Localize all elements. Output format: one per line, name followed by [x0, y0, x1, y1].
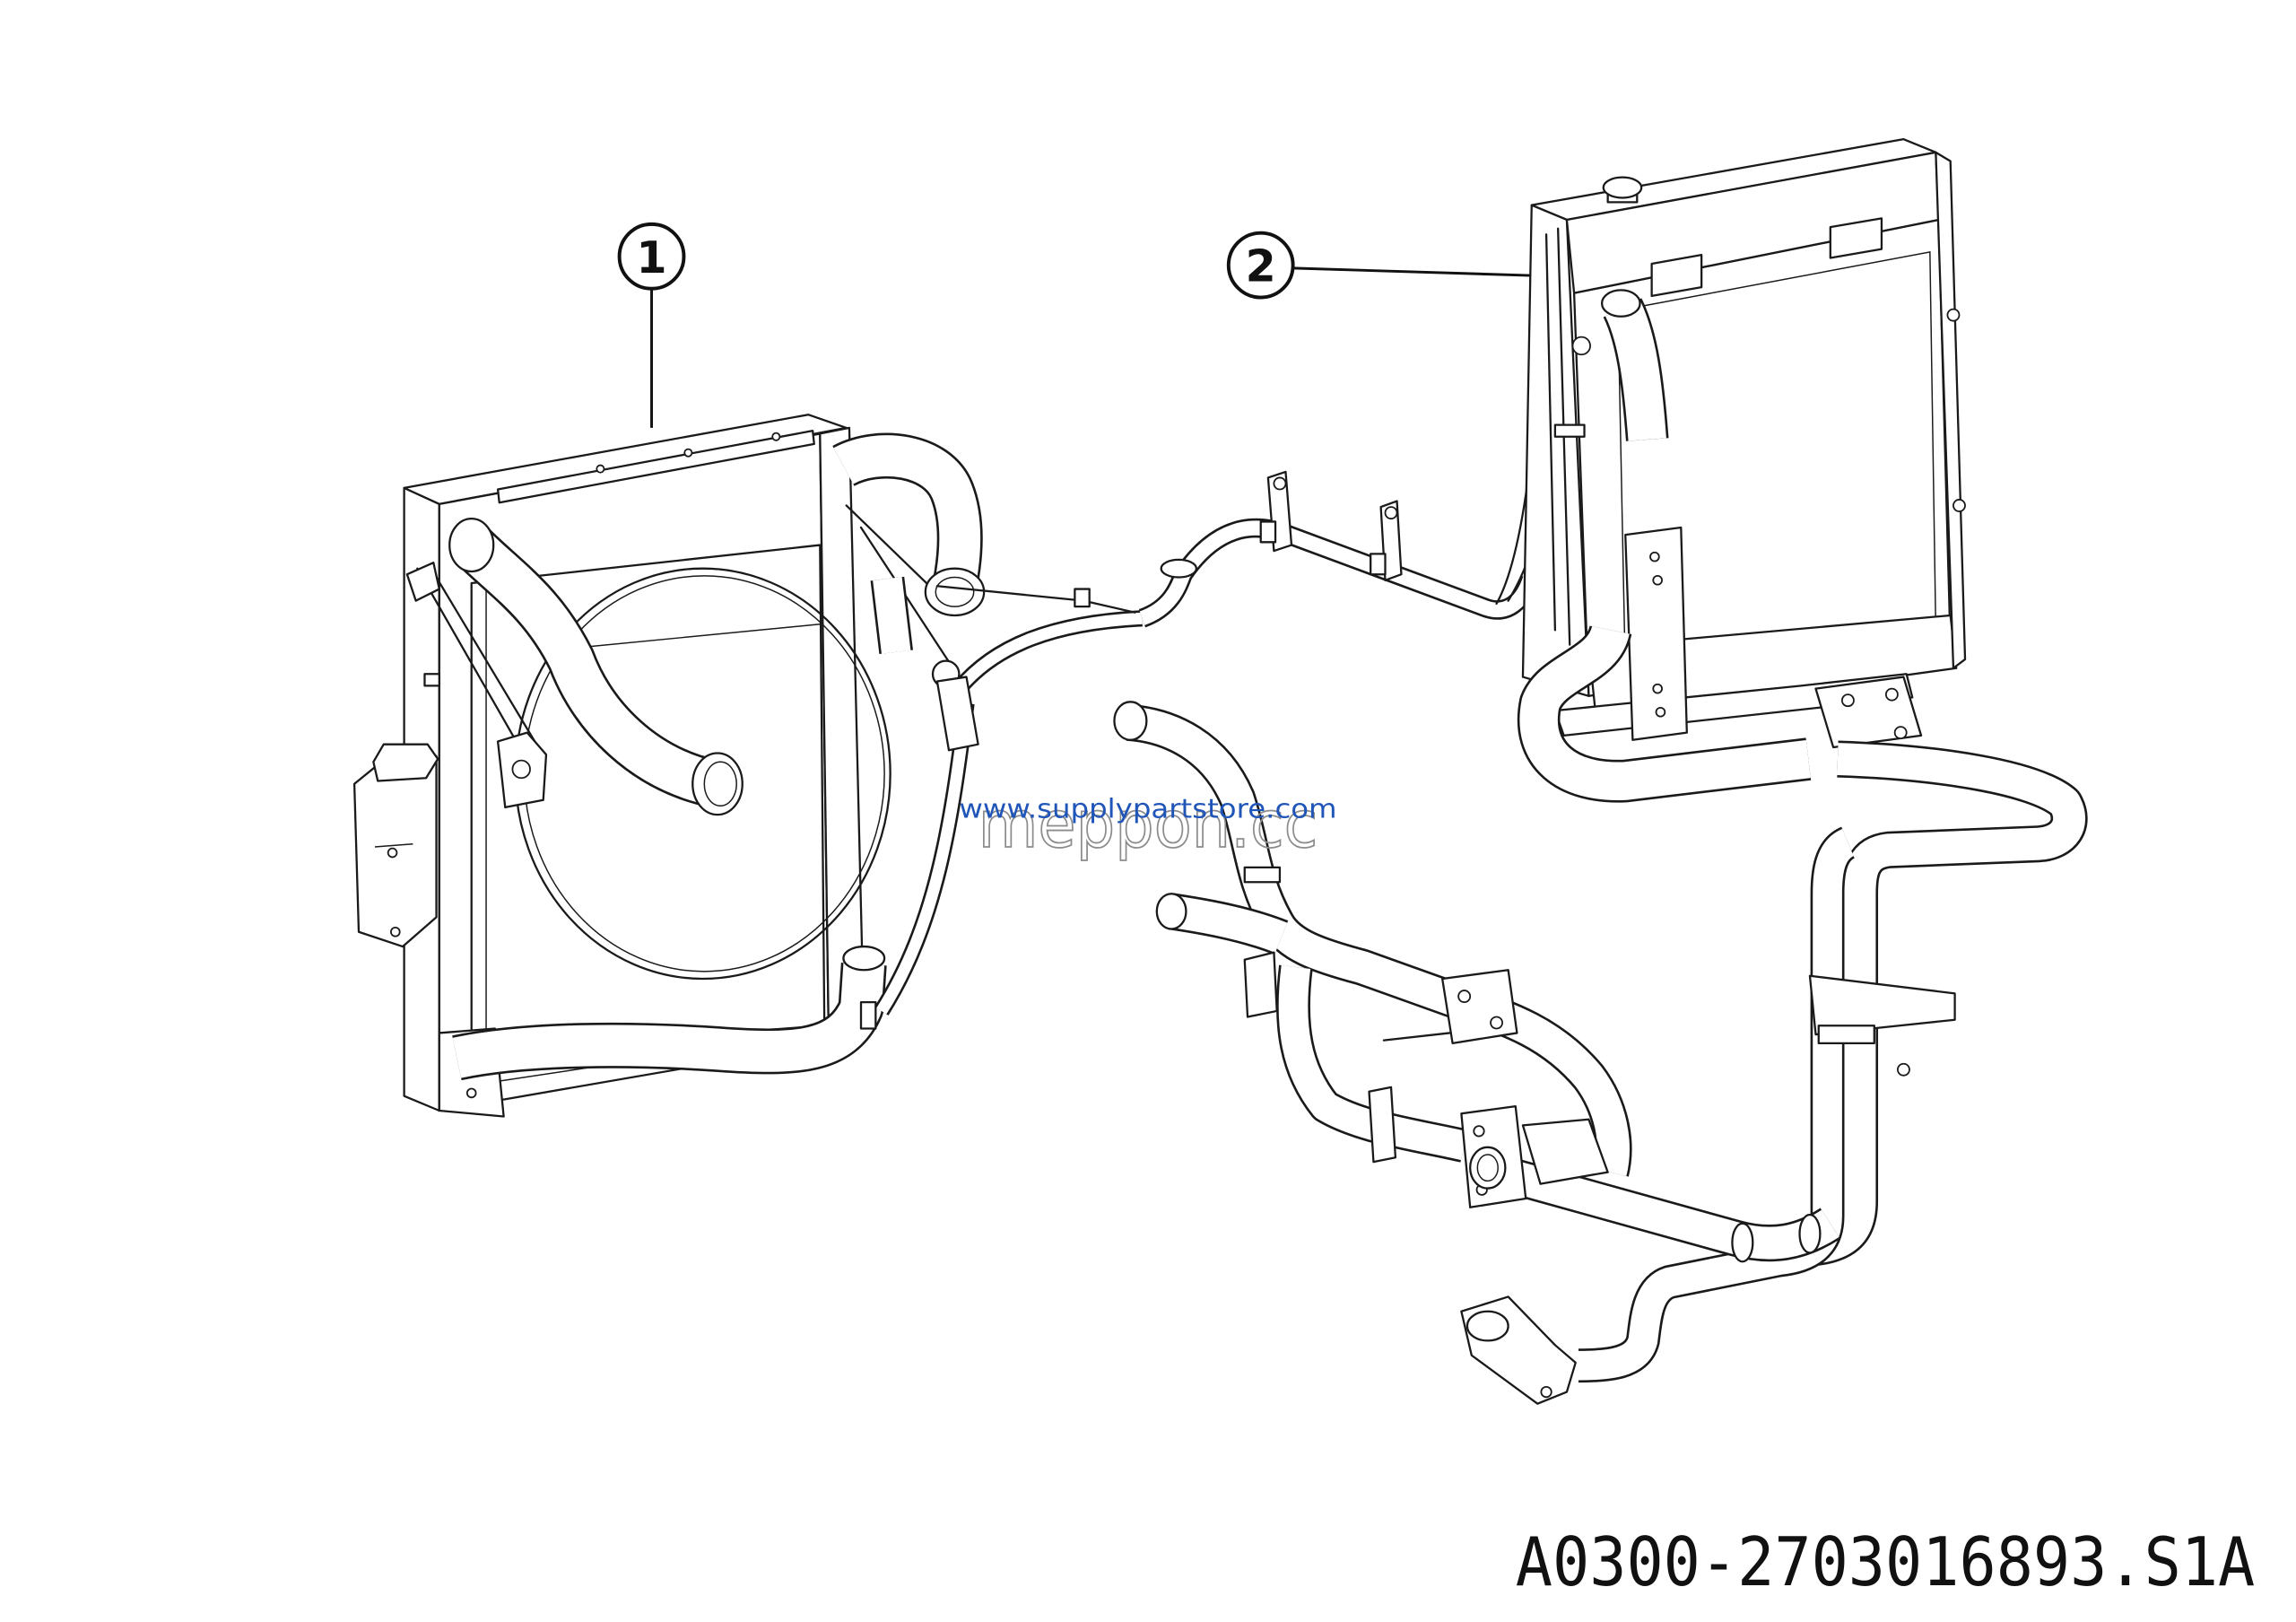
lower-radiator-hose: [452, 963, 885, 1078]
mount-block: [1441, 969, 1518, 1045]
pump-outlet-bore: [1476, 1154, 1499, 1182]
lower-hose-clamp: [859, 1000, 877, 1030]
support-rod: [416, 567, 523, 752]
support-rod: [845, 504, 939, 595]
top-right-hose-end: [924, 567, 986, 617]
flange-bolt: [1884, 687, 1899, 702]
mount-bracket: [1243, 951, 1278, 1018]
flange-bolt: [1473, 1125, 1485, 1138]
vent-line: [954, 612, 1143, 693]
mount-plate-line: [374, 843, 413, 848]
pipe-clamp: [1259, 520, 1277, 544]
cable-clamp: [1553, 423, 1586, 438]
upper-radiator-hose: [456, 529, 720, 806]
branch-pipe: [1278, 964, 1468, 1161]
watermark-meppon: meppon.cc: [978, 787, 1318, 862]
pipe-bracket-bolt: [1384, 506, 1398, 520]
vent-line-clip: [1074, 588, 1091, 608]
watermark-supplypartstore: www.supplypartstore.com: [959, 793, 1336, 824]
heater-return-pipe: [1467, 1149, 1839, 1260]
pipe-coupling: [1798, 1213, 1822, 1254]
flange-bolt: [1893, 726, 1908, 740]
hose-outlet-bore: [703, 761, 737, 807]
bypass-pipe: [1126, 706, 1630, 1176]
bottom-bracket-bolt: [465, 1087, 477, 1099]
rod-bracket: [405, 562, 440, 602]
mount-rod: [1382, 1032, 1451, 1042]
lower-hose-end: [842, 945, 886, 972]
callout-2-label: 2: [1246, 241, 1276, 292]
center-bracket-bolt: [511, 759, 531, 780]
front-filler-hose: [1605, 299, 1666, 441]
support-bolt: [1897, 1062, 1910, 1077]
top-rail-bolt: [596, 464, 605, 474]
cable-clip: [1571, 336, 1591, 356]
return-pipe-lower: [1578, 829, 1856, 1381]
housing-bolt: [1540, 1385, 1552, 1399]
callout-1-circle: [617, 222, 686, 291]
bleed-pipe: [1139, 520, 1537, 625]
connecting-coolant-line: [1138, 218, 1565, 628]
overflow-line: [876, 702, 973, 1015]
top-tank-tab: [1650, 254, 1703, 298]
callout-1: 1: [617, 222, 686, 428]
top-right-hose: [833, 435, 981, 590]
bracket-bolt: [1655, 706, 1666, 718]
clamp-bracket: [1368, 1086, 1397, 1164]
filler-hose-end: [1600, 289, 1641, 318]
lower-outlet-hose: [1519, 624, 1811, 800]
pipe-clamp: [1370, 553, 1387, 576]
radiator-cap: [1602, 176, 1643, 199]
right-side-rail: [1935, 151, 1967, 669]
side-label-plate: [423, 673, 440, 687]
bracket-bolt: [1649, 551, 1660, 562]
hose-inlet-cap: [448, 518, 495, 573]
pipe-coupling: [1731, 1222, 1754, 1263]
flange-bolt: [1840, 693, 1855, 708]
drawing-code: A0300-2703016893.S1A: [1516, 1522, 2255, 1601]
mount-bolt: [387, 847, 398, 859]
top-rail-bolt: [683, 448, 693, 458]
top-tank-tab: [1829, 217, 1883, 259]
inlet-stub-pipe: [1169, 895, 1288, 954]
radiator-assembly-2: [1517, 138, 1967, 803]
coolant-pipe-network: [1113, 701, 2088, 1405]
vertical-bracket-plate: [1624, 526, 1688, 741]
return-pipe-upper: [1806, 743, 2085, 1265]
top-rail-bolt: [771, 432, 781, 441]
callout-2-leader: [1292, 266, 1531, 277]
bypass-pipe-end: [1113, 701, 1148, 741]
bleed-pipe-grommet: [1160, 558, 1198, 579]
side-cable: [1544, 233, 1557, 632]
pump-outlet: [1469, 1146, 1507, 1190]
hose-outlet-end: [691, 752, 744, 816]
radiator-assembly-1: [352, 414, 1143, 1118]
thermostat-block: [1521, 1118, 1609, 1185]
bracket-bolt: [1652, 574, 1663, 586]
callout-2: 2: [1226, 231, 1531, 300]
pipe-band-clamp: [1243, 866, 1282, 884]
support-rod: [435, 576, 544, 754]
line-bracket-plate: [935, 676, 979, 752]
pipe-bracket-bolt: [1273, 476, 1287, 491]
fan-side-hose: [873, 577, 911, 654]
thermostat-port: [1465, 1310, 1509, 1342]
bracket-bolt: [1652, 683, 1663, 694]
top-right-hose-bore: [935, 576, 975, 607]
side-rail-bolt: [1952, 499, 1966, 512]
callout-2-circle: [1226, 231, 1295, 300]
rubber-mount: [372, 743, 439, 782]
side-rail-bolt: [1946, 308, 1961, 322]
inlet-stub-end: [1155, 893, 1187, 930]
mount-block-bolt: [1490, 1016, 1503, 1030]
top-rail-strip: [496, 430, 815, 504]
pipe-support-plate: [1808, 974, 1956, 1036]
core-brace-line: [578, 624, 821, 649]
pipe-support-clamp: [1817, 1025, 1875, 1045]
mount-block-bolt: [1457, 990, 1472, 1004]
callout-1-label: 1: [636, 232, 666, 283]
mount-bolt: [390, 926, 401, 937]
